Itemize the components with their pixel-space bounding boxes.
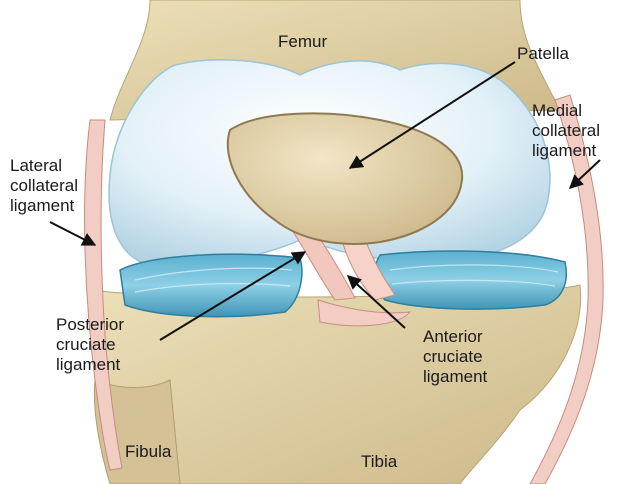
lateral-meniscus: [120, 254, 302, 317]
anterior-cruciate-label: Anterior cruciate ligament: [423, 327, 487, 387]
medial-collateral-label: Medial collateral ligament: [532, 101, 600, 161]
lateral-collateral-label: Lateral collateral ligament: [10, 156, 78, 216]
tibia-label: Tibia: [361, 452, 397, 472]
fibula-label: Fibula: [125, 442, 171, 462]
posterior-cruciate-label: Posterior cruciate ligament: [56, 315, 124, 375]
femur-label: Femur: [278, 32, 327, 52]
patella-label: Patella: [517, 44, 569, 64]
